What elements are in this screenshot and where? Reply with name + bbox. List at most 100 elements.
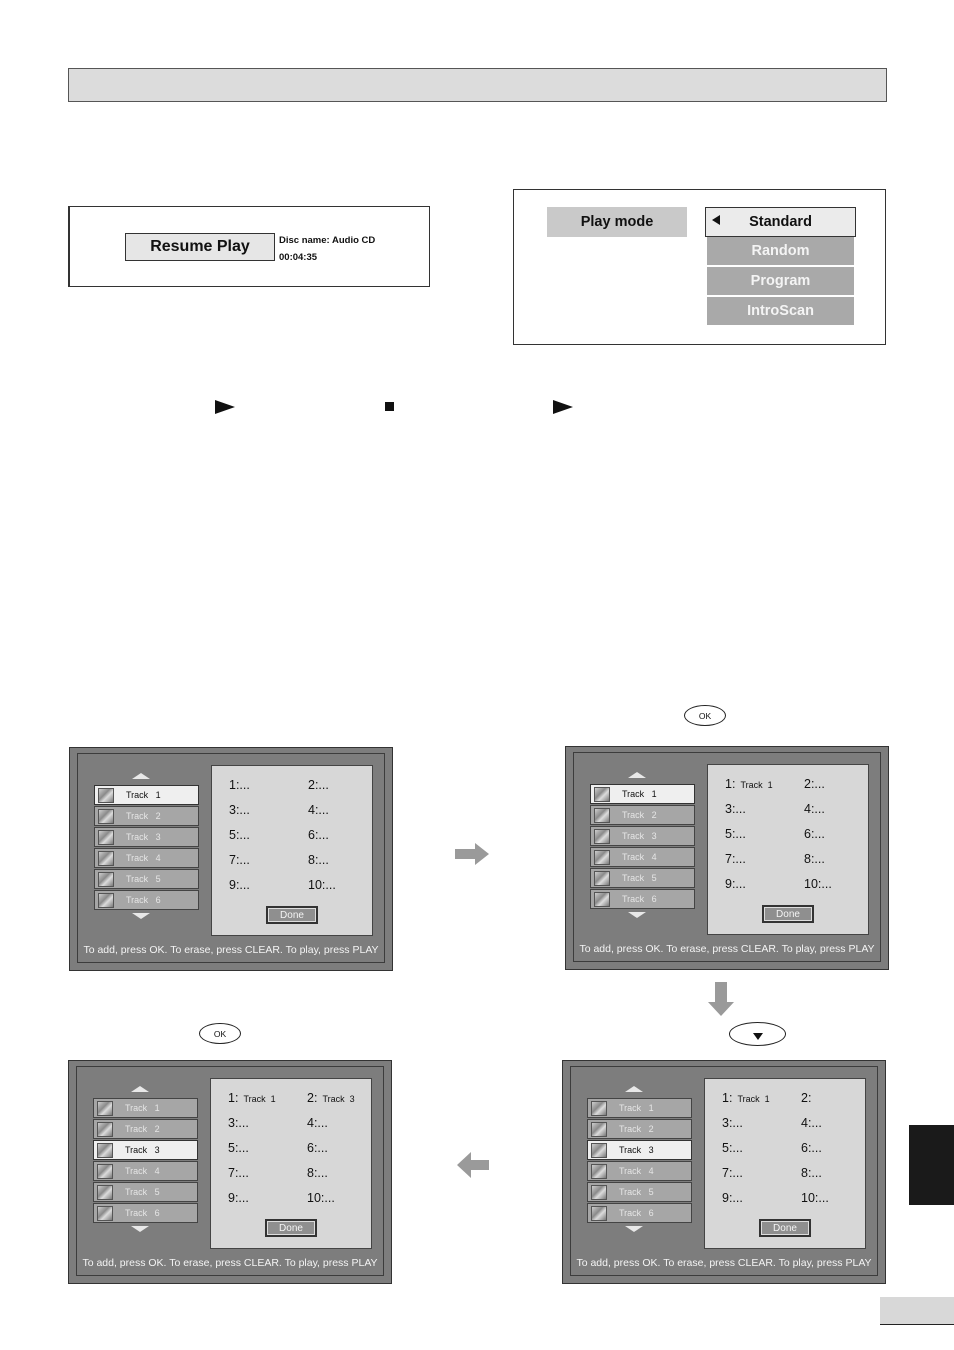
- track-list-item[interactable]: Track 1: [590, 784, 695, 804]
- program-slot[interactable]: 8:...: [307, 1166, 328, 1180]
- track-list-item[interactable]: Track 1: [587, 1098, 692, 1118]
- track-list-item[interactable]: Track 1: [94, 785, 199, 805]
- left-arrow-icon: [457, 1152, 489, 1178]
- track-list-item[interactable]: Track 6: [94, 890, 199, 910]
- program-slot[interactable]: 9:...: [725, 877, 746, 891]
- slot-number: 1:...: [229, 778, 250, 792]
- track-list-item[interactable]: Track 4: [587, 1161, 692, 1181]
- program-slot[interactable]: 2:: [801, 1091, 811, 1105]
- program-slot[interactable]: 1:Track 1: [228, 1091, 276, 1105]
- done-button[interactable]: Done: [762, 905, 814, 923]
- scroll-up-icon[interactable]: [131, 1086, 149, 1092]
- track-list-item[interactable]: Track 3: [590, 826, 695, 846]
- program-slot[interactable]: 3:...: [725, 802, 746, 816]
- program-slot[interactable]: 8:...: [804, 852, 825, 866]
- track-list-item[interactable]: Track 2: [590, 805, 695, 825]
- scroll-up-icon[interactable]: [625, 1086, 643, 1092]
- program-slot[interactable]: 3:...: [722, 1116, 743, 1130]
- track-list-item[interactable]: Track 6: [590, 889, 695, 909]
- program-slot[interactable]: 8:...: [801, 1166, 822, 1180]
- program-slot[interactable]: 10:...: [307, 1191, 335, 1205]
- program-list-panel: 1:Track 1 2:Track 3 3:... 4:... 5:... 6:... 7:…: [210, 1078, 372, 1249]
- track-list-item[interactable]: Track 2: [94, 806, 199, 826]
- program-slot[interactable]: 2:...: [804, 777, 825, 791]
- slot-number: 2:...: [804, 777, 825, 791]
- program-slot[interactable]: 4:...: [804, 802, 825, 816]
- track-list-item[interactable]: Track 5: [590, 868, 695, 888]
- program-slot[interactable]: 5:...: [228, 1141, 249, 1155]
- scroll-down-icon[interactable]: [131, 1226, 149, 1232]
- resume-play-button[interactable]: Resume Play: [125, 233, 275, 261]
- program-slot[interactable]: 2:Track 3: [307, 1091, 355, 1105]
- track-list-item[interactable]: Track 2: [93, 1119, 198, 1139]
- music-note-icon: [591, 1206, 607, 1221]
- program-slot[interactable]: 5:...: [725, 827, 746, 841]
- track-label: Track 3: [619, 1145, 654, 1155]
- track-list-item[interactable]: Track 6: [93, 1203, 198, 1223]
- track-list-item[interactable]: Track 3: [93, 1140, 198, 1160]
- program-slot[interactable]: 5:...: [229, 828, 250, 842]
- program-slot[interactable]: 6:...: [308, 828, 329, 842]
- program-slot[interactable]: 7:...: [229, 853, 250, 867]
- slot-number: 1:: [228, 1091, 239, 1105]
- done-button[interactable]: Done: [266, 906, 318, 924]
- program-slot[interactable]: 10:...: [308, 878, 336, 892]
- scroll-down-icon[interactable]: [625, 1226, 643, 1232]
- program-slot[interactable]: 4:...: [308, 803, 329, 817]
- scroll-down-icon[interactable]: [628, 912, 646, 918]
- program-slot[interactable]: 10:...: [804, 877, 832, 891]
- program-slot[interactable]: 1:Track 1: [722, 1091, 770, 1105]
- program-slot[interactable]: 5:...: [722, 1141, 743, 1155]
- track-label: Track 6: [126, 895, 161, 905]
- program-slot[interactable]: 1:...: [229, 778, 250, 792]
- program-slot[interactable]: 3:...: [228, 1116, 249, 1130]
- program-slot[interactable]: 7:...: [725, 852, 746, 866]
- scroll-down-icon[interactable]: [132, 913, 150, 919]
- slot-number: 5:...: [722, 1141, 743, 1155]
- track-list-item[interactable]: Track 5: [93, 1182, 198, 1202]
- track-list-item[interactable]: Track 2: [587, 1119, 692, 1139]
- program-slot[interactable]: 10:...: [801, 1191, 829, 1205]
- music-note-icon: [97, 1185, 113, 1200]
- track-label: Track 4: [619, 1166, 654, 1176]
- screen-frame: [573, 752, 881, 962]
- program-slot[interactable]: 1:Track 1: [725, 777, 773, 791]
- track-list-item[interactable]: Track 1: [93, 1098, 198, 1118]
- ok-key-icon: OK: [199, 1023, 241, 1044]
- program-slot[interactable]: 7:...: [228, 1166, 249, 1180]
- program-slot[interactable]: 9:...: [228, 1191, 249, 1205]
- program-slot[interactable]: 3:...: [229, 803, 250, 817]
- program-slot[interactable]: 8:...: [308, 853, 329, 867]
- program-slot[interactable]: 7:...: [722, 1166, 743, 1180]
- done-button[interactable]: Done: [759, 1219, 811, 1237]
- program-slot[interactable]: 4:...: [307, 1116, 328, 1130]
- scroll-up-icon[interactable]: [132, 773, 150, 779]
- slot-number: 2:: [801, 1091, 812, 1105]
- track-list-item[interactable]: Track 5: [94, 869, 199, 889]
- program-slot[interactable]: 6:...: [307, 1141, 328, 1155]
- music-note-icon: [591, 1101, 607, 1116]
- play-mode-option-introscan[interactable]: IntroScan: [707, 297, 854, 325]
- scroll-up-icon[interactable]: [628, 772, 646, 778]
- slot-number: 4:...: [804, 802, 825, 816]
- music-note-icon: [594, 850, 610, 865]
- slot-number: 2:...: [308, 778, 329, 792]
- program-slot[interactable]: 2:...: [308, 778, 329, 792]
- program-slot[interactable]: 9:...: [722, 1191, 743, 1205]
- play-mode-option-program[interactable]: Program: [707, 267, 854, 295]
- track-list-item[interactable]: Track 4: [93, 1161, 198, 1181]
- track-list-item[interactable]: Track 5: [587, 1182, 692, 1202]
- track-list-item[interactable]: Track 4: [590, 847, 695, 867]
- track-list-item[interactable]: Track 6: [587, 1203, 692, 1223]
- play-mode-option-random[interactable]: Random: [707, 237, 854, 265]
- play-mode-option-standard[interactable]: Standard: [705, 207, 856, 237]
- program-slot[interactable]: 4:...: [801, 1116, 822, 1130]
- track-list-item[interactable]: Track 3: [587, 1140, 692, 1160]
- program-slot[interactable]: 6:...: [801, 1141, 822, 1155]
- track-list-item[interactable]: Track 3: [94, 827, 199, 847]
- done-button[interactable]: Done: [265, 1219, 317, 1237]
- program-slot[interactable]: 6:...: [804, 827, 825, 841]
- track-list-item[interactable]: Track 4: [94, 848, 199, 868]
- program-slot[interactable]: 9:...: [229, 878, 250, 892]
